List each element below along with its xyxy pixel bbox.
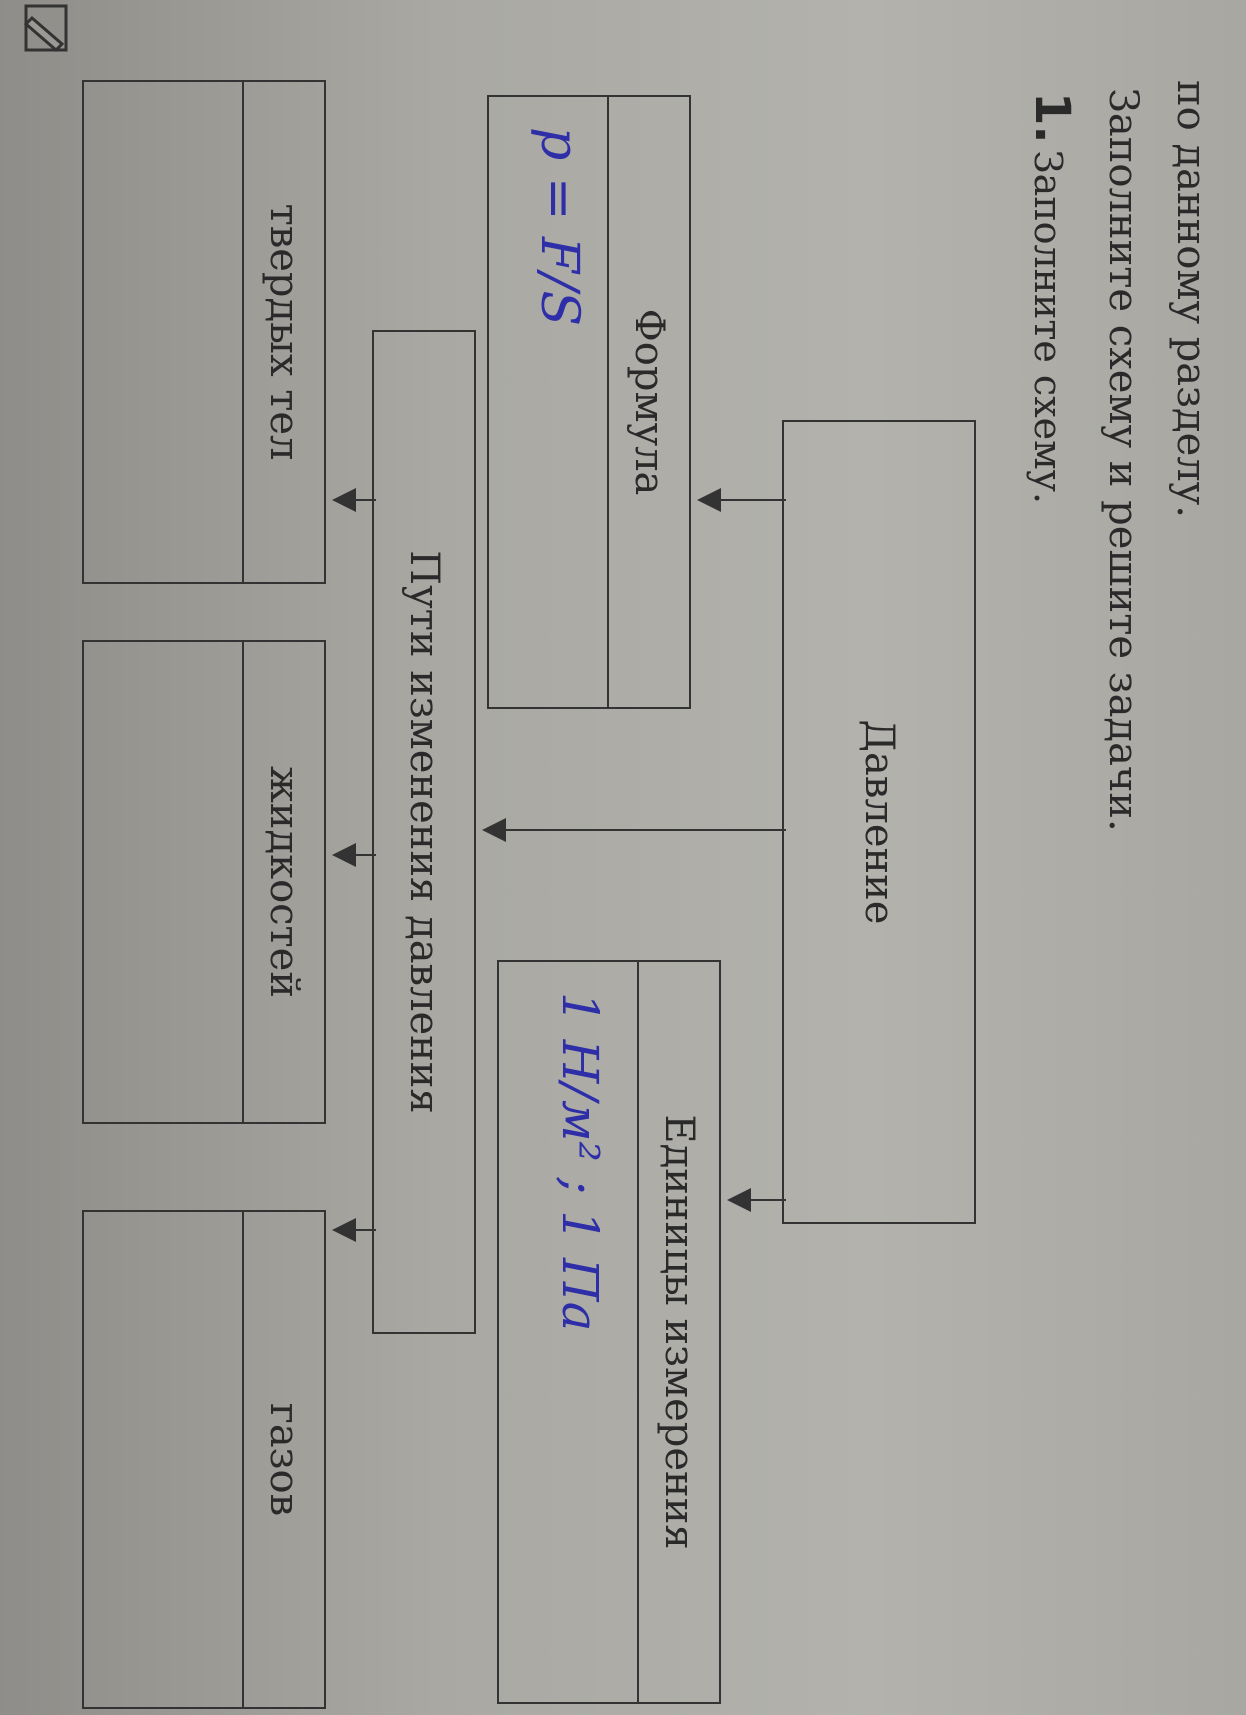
formula-header: Формула (607, 97, 689, 707)
solids-box: твердых тел (82, 80, 326, 584)
root-label: Давление (856, 719, 902, 925)
formula-label: Формула (626, 308, 672, 496)
solids-label: твердых тел (261, 203, 307, 461)
handwritten-units: 1 Н/м² ; 1 Па (551, 992, 609, 1332)
gases-header: газов (242, 1212, 324, 1707)
units-header: Единицы измерения (637, 962, 719, 1702)
liquids-label: жидкостей (261, 765, 307, 999)
liquids-header: жидкостей (242, 642, 324, 1122)
paths-box: Пути изменения давления (372, 330, 476, 1334)
gases-box: газов (82, 1210, 326, 1709)
gases-label: газов (261, 1402, 307, 1517)
pencil-icon (23, 4, 68, 53)
formula-box: Формула p = F/S (487, 95, 691, 709)
liquids-box: жидкостей (82, 640, 326, 1124)
root-box-pressure: Давление (782, 420, 976, 1224)
handwritten-formula: p = F/S (529, 127, 589, 327)
units-box: Единицы измерения 1 Н/м² ; 1 Па (497, 960, 721, 1704)
paths-label: Пути изменения давления (401, 550, 447, 1114)
solids-header: твердых тел (242, 82, 324, 582)
units-label: Единицы измерения (656, 1114, 702, 1550)
